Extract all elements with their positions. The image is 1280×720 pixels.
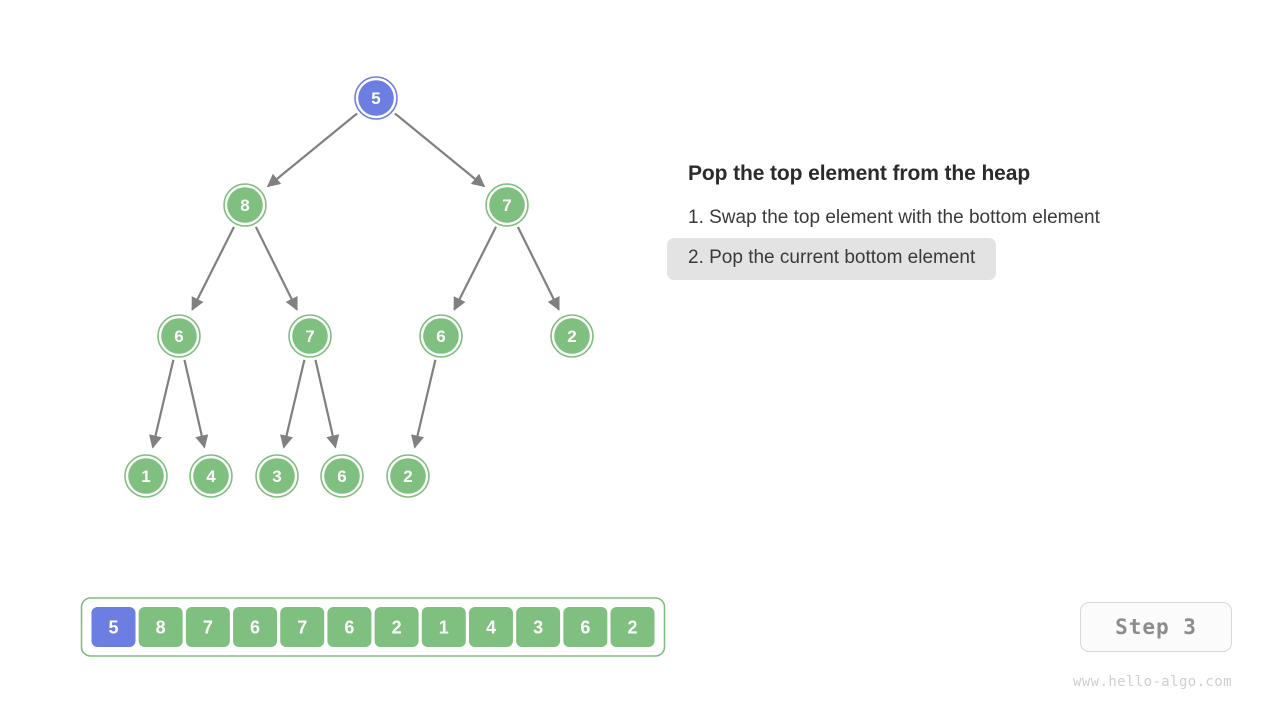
node-value: 1 <box>141 467 150 486</box>
node-disc <box>259 458 295 494</box>
node-value: 2 <box>567 327 576 346</box>
node-value: 3 <box>272 467 281 486</box>
array-cell-value: 5 <box>108 618 118 638</box>
node-outer-ring <box>485 183 529 227</box>
array-cell <box>421 607 466 647</box>
step-item-highlighted: 2. Pop the current bottom element <box>667 238 997 280</box>
tree-node: 5 <box>354 76 398 120</box>
array-frame <box>80 597 666 657</box>
tree-edge <box>453 226 497 311</box>
array-cell <box>91 607 136 647</box>
node-outer-ring <box>320 454 364 498</box>
tree-node: 3 <box>255 454 299 498</box>
node-disc <box>489 187 525 223</box>
tree-edge <box>183 359 209 449</box>
array-cell <box>563 607 608 647</box>
array-cell <box>468 607 513 647</box>
array-cell <box>233 607 278 647</box>
tree-edge <box>254 226 298 311</box>
tree-edge <box>191 226 235 311</box>
node-outer-ring <box>288 314 332 358</box>
tree-edge <box>149 359 175 449</box>
node-value: 5 <box>371 89 380 108</box>
step-badge: Step 3 <box>1080 602 1232 652</box>
node-disc <box>423 318 459 354</box>
node-outer-ring <box>124 454 168 498</box>
heap-array: 5 8 7 6 7 6 2 1 4 3 6 2 <box>80 597 666 657</box>
tree-node: 4 <box>189 454 233 498</box>
node-disc <box>227 187 263 223</box>
tree-node: 2 <box>550 314 594 358</box>
node-disc <box>161 318 197 354</box>
tree-node: 8 <box>223 183 267 227</box>
array-cell <box>327 607 372 647</box>
array-cell <box>185 607 230 647</box>
tree-node: 6 <box>320 454 364 498</box>
node-outer-ring <box>354 76 398 120</box>
node-value: 6 <box>436 327 445 346</box>
tree-edge <box>411 359 437 449</box>
step-list: 1. Swap the top element with the bottom … <box>667 205 1248 287</box>
array-cell-value: 7 <box>297 618 307 638</box>
tree-edges <box>149 112 560 449</box>
node-value: 6 <box>337 467 346 486</box>
node-value: 7 <box>305 327 314 346</box>
array-cell-value: 4 <box>486 618 496 638</box>
node-disc <box>292 318 328 354</box>
array-cell <box>516 607 561 647</box>
tree-edge <box>516 226 560 311</box>
node-disc <box>358 80 394 116</box>
array-cell-value: 1 <box>439 618 449 638</box>
node-value: 6 <box>174 327 183 346</box>
tree-node: 6 <box>419 314 463 358</box>
node-disc <box>324 458 360 494</box>
tree-edge <box>266 112 358 188</box>
node-outer-ring <box>255 454 299 498</box>
array-cell-value: 6 <box>344 618 354 638</box>
tree-node: 6 <box>157 314 201 358</box>
array-cell-value: 3 <box>533 618 543 638</box>
array-cell <box>280 607 325 647</box>
tree-edge <box>314 359 340 449</box>
watermark: www.hello-algo.com <box>1073 674 1232 690</box>
node-outer-ring <box>419 314 463 358</box>
node-disc <box>193 458 229 494</box>
heap-tree-diagram: 5 8 7 6 7 6 2 1 4 3 6 2 <box>124 76 594 498</box>
array-cell-value: 6 <box>580 618 590 638</box>
node-value: 4 <box>206 467 216 486</box>
node-outer-ring <box>223 183 267 227</box>
tree-node: 1 <box>124 454 168 498</box>
node-value: 2 <box>403 467 412 486</box>
array-cell <box>374 607 419 647</box>
array-cell-value: 2 <box>392 618 402 638</box>
array-cell-value: 6 <box>250 618 260 638</box>
tree-node: 2 <box>386 454 430 498</box>
tree-nodes: 5 8 7 6 7 6 2 1 4 3 6 2 <box>124 76 594 498</box>
instruction-panel: Pop the top element from the heap 1. Swa… <box>667 162 1248 287</box>
node-outer-ring <box>189 454 233 498</box>
node-disc <box>554 318 590 354</box>
node-disc <box>128 458 164 494</box>
node-disc <box>390 458 426 494</box>
array-cell-value: 8 <box>156 618 166 638</box>
tree-edge <box>280 359 306 449</box>
node-outer-ring <box>550 314 594 358</box>
step-item: 1. Swap the top element with the bottom … <box>688 207 1100 228</box>
array-cell <box>138 607 183 647</box>
node-value: 8 <box>240 196 249 215</box>
array-cell <box>610 607 655 647</box>
node-outer-ring <box>386 454 430 498</box>
array-cell-value: 2 <box>628 618 638 638</box>
array-cell-value: 7 <box>203 618 213 638</box>
tree-node: 7 <box>288 314 332 358</box>
tree-edge <box>394 112 486 188</box>
tree-node: 7 <box>485 183 529 227</box>
page-title: Pop the top element from the heap <box>688 162 1031 185</box>
node-value: 7 <box>502 196 511 215</box>
node-outer-ring <box>157 314 201 358</box>
